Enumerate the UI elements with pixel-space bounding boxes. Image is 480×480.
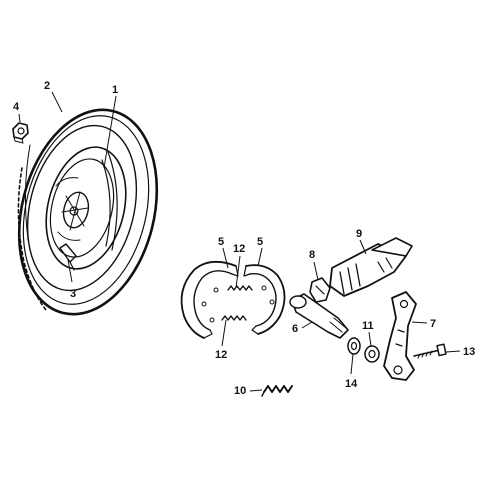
brake-shoe-left: [180, 260, 239, 339]
wear-indicator: [309, 277, 331, 303]
tire: [17, 108, 159, 316]
callout-10: 10: [234, 385, 246, 397]
brake-arm: [383, 291, 417, 381]
callout-8: 8: [309, 249, 315, 261]
wheel-rim: [45, 146, 127, 270]
brake-cam: [289, 293, 349, 339]
callout-5-right: 5: [257, 236, 263, 248]
axle-nut: [12, 122, 29, 144]
brake-spring-upper: [227, 285, 253, 291]
callout-1: 1: [112, 84, 118, 96]
callout-3: 3: [70, 288, 76, 300]
valve-stem: [59, 243, 77, 271]
callout-12-upper: 12: [233, 243, 245, 255]
callout-5-left: 5: [218, 236, 224, 248]
seal-ring: [347, 337, 361, 355]
callout-13: 13: [463, 346, 475, 358]
brake-spring-lower: [221, 315, 247, 321]
brake-shoe-right: [243, 264, 286, 335]
callout-12-lower: 12: [215, 349, 227, 361]
callout-9: 9: [356, 228, 362, 240]
callout-numbers: 1 2 3 4 5 5 6 7 8 9 10 11 12 12 13 14: [13, 80, 475, 397]
adjuster-spring: [261, 385, 293, 397]
callout-4: 4: [13, 101, 20, 113]
pinch-bolt: [413, 343, 447, 359]
cable-bracket: [329, 237, 413, 297]
washer: [364, 345, 380, 363]
callout-6: 6: [292, 323, 298, 335]
callout-11: 11: [362, 320, 374, 332]
callout-14: 14: [345, 378, 358, 390]
callout-7: 7: [430, 318, 436, 330]
callout-2: 2: [44, 80, 50, 92]
leader-lines: [18, 91, 461, 392]
